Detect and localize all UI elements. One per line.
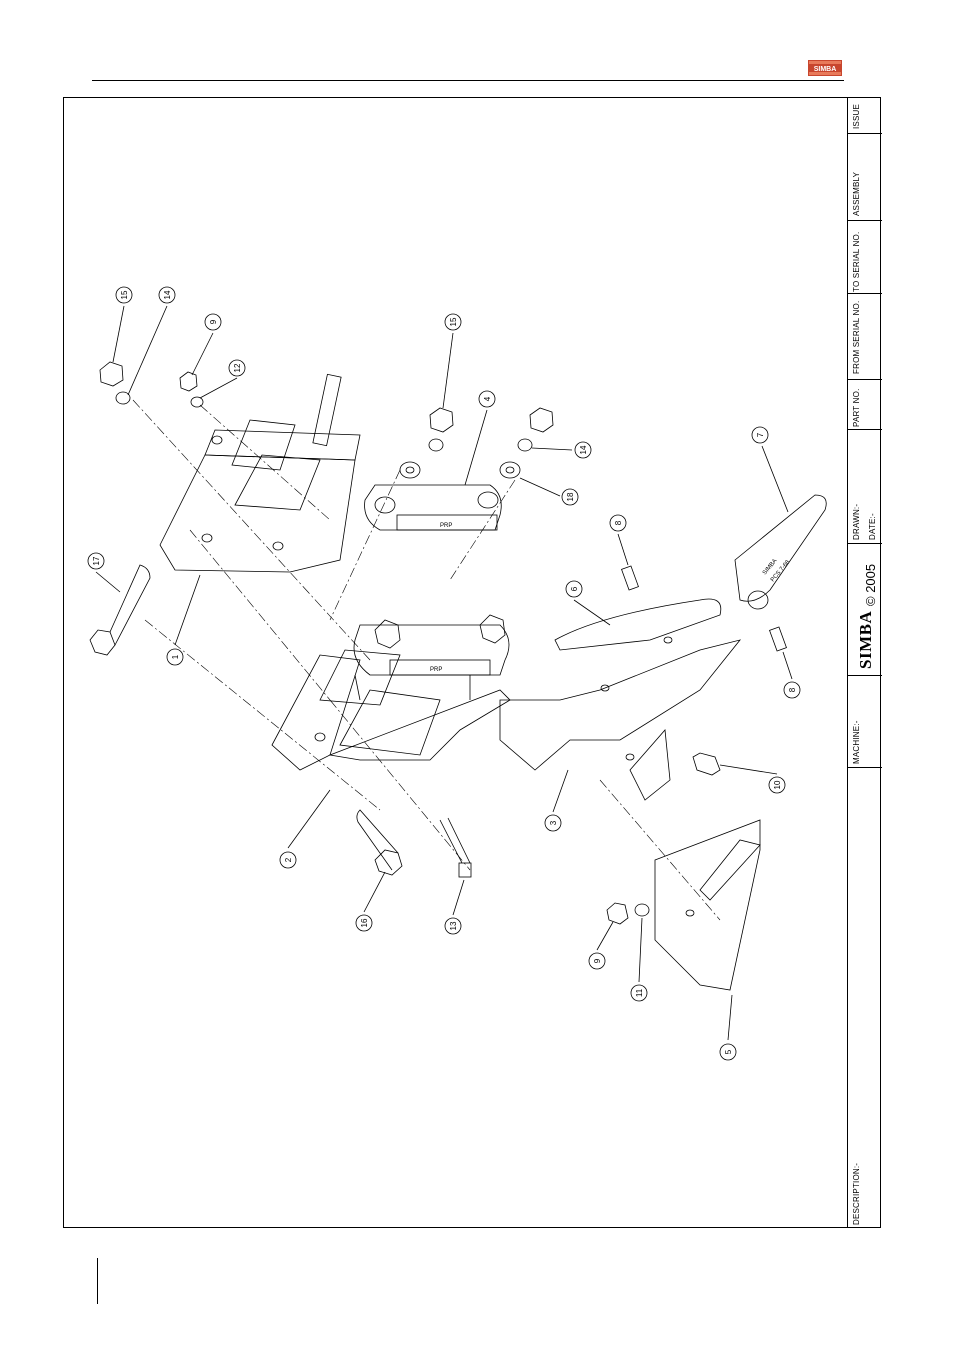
svg-text:15: 15 bbox=[120, 290, 129, 299]
part-no-cell: PART NO. bbox=[848, 380, 882, 430]
plate-mark-1: PRP bbox=[440, 523, 452, 529]
machine-cell: MACHINE:- bbox=[848, 676, 882, 768]
issue-label: ISSUE bbox=[852, 104, 861, 129]
callout-8b: 8 bbox=[783, 652, 800, 698]
callout-11: 11 bbox=[631, 918, 647, 1001]
callout-18: 18 bbox=[520, 478, 578, 505]
bolt-16 bbox=[357, 810, 402, 875]
drawn-date-cell: DRAWN:- DATE:- bbox=[848, 430, 882, 544]
svg-text:SIMBA: SIMBA bbox=[814, 66, 837, 73]
to-serial-label: TO SERIAL NO. bbox=[852, 232, 861, 292]
svg-text:14: 14 bbox=[163, 290, 172, 299]
svg-text:9: 9 bbox=[593, 958, 602, 963]
part-6-wing bbox=[555, 599, 721, 650]
part-4-link-plate: PRP bbox=[365, 485, 502, 530]
callout-4: 4 bbox=[465, 391, 495, 485]
callout-15a: 15 bbox=[113, 287, 132, 362]
callout-16: 16 bbox=[356, 872, 385, 931]
copyright-text: © 2005 bbox=[863, 564, 878, 606]
bolt-13 bbox=[440, 818, 471, 877]
svg-text:8: 8 bbox=[788, 687, 797, 692]
svg-text:4: 4 bbox=[483, 396, 492, 401]
callout-15b: 15 bbox=[443, 314, 461, 408]
svg-text:8: 8 bbox=[614, 520, 623, 525]
svg-text:10: 10 bbox=[773, 780, 782, 789]
footer-rule bbox=[97, 1258, 98, 1304]
callout-9b: 9 bbox=[589, 922, 613, 969]
svg-text:15: 15 bbox=[449, 317, 458, 326]
machine-label: MACHINE:- bbox=[852, 720, 861, 764]
svg-text:12: 12 bbox=[233, 363, 242, 372]
drawn-label: DRAWN:- bbox=[852, 504, 861, 540]
plate-mark-2: PRP bbox=[430, 667, 442, 673]
callout-9a: 9 bbox=[192, 314, 221, 375]
part-7-point: SIMBA PCS 7-68 bbox=[735, 495, 826, 609]
title-block: ISSUE ASSEMBLY TO SERIAL NO. FROM SERIAL… bbox=[847, 97, 881, 1228]
callouts: 1 2 3 4 5 6 7 bbox=[88, 287, 800, 1060]
simba-logo: SIMBA bbox=[808, 60, 842, 76]
from-serial-cell: FROM SERIAL NO. bbox=[848, 294, 882, 380]
from-serial-label: FROM SERIAL NO. bbox=[852, 301, 861, 374]
bolt-10 bbox=[693, 753, 720, 775]
callout-8a: 8 bbox=[610, 515, 628, 565]
svg-text:5: 5 bbox=[724, 1049, 733, 1054]
svg-text:2: 2 bbox=[284, 857, 293, 862]
part-3-leg bbox=[500, 640, 740, 800]
brand-cell: SIMBA © 2005 bbox=[848, 544, 882, 676]
callout-14b: 14 bbox=[532, 442, 591, 458]
callout-13: 13 bbox=[445, 880, 464, 934]
callout-2: 2 bbox=[280, 790, 330, 868]
exploded-assembly-drawing: PRP PRP bbox=[64, 98, 847, 1227]
part-1-bracket bbox=[160, 374, 360, 572]
date-label: DATE:- bbox=[868, 513, 877, 540]
callout-5: 5 bbox=[720, 995, 736, 1060]
svg-text:16: 16 bbox=[360, 918, 369, 927]
callout-14a: 14 bbox=[128, 287, 175, 395]
callout-12: 12 bbox=[200, 360, 245, 398]
svg-text:14: 14 bbox=[579, 445, 588, 454]
svg-text:7: 7 bbox=[756, 432, 765, 437]
description-label: DESCRIPTION:- bbox=[852, 1163, 861, 1225]
svg-text:6: 6 bbox=[570, 586, 579, 591]
callout-17: 17 bbox=[88, 553, 120, 592]
svg-text:1: 1 bbox=[171, 654, 180, 659]
svg-text:11: 11 bbox=[635, 988, 644, 997]
callout-10: 10 bbox=[720, 765, 785, 793]
svg-text:18: 18 bbox=[566, 492, 575, 501]
svg-text:17: 17 bbox=[92, 556, 101, 565]
assembly-label: ASSEMBLY bbox=[852, 172, 861, 216]
description-cell: DESCRIPTION:- bbox=[848, 768, 882, 1228]
svg-text:13: 13 bbox=[449, 921, 458, 930]
part-2-bracket bbox=[272, 650, 510, 770]
to-serial-cell: TO SERIAL NO. bbox=[848, 221, 882, 294]
lower-nut-washer bbox=[607, 903, 649, 924]
part-no-label: PART NO. bbox=[852, 389, 861, 428]
svg-text:3: 3 bbox=[549, 820, 558, 825]
callout-6: 6 bbox=[566, 581, 610, 625]
brand-mark: SIMBA bbox=[856, 611, 876, 669]
callout-7: 7 bbox=[752, 427, 788, 512]
callout-3: 3 bbox=[545, 770, 568, 831]
issue-cell: ISSUE bbox=[848, 97, 882, 134]
lower-link-plate: PRP bbox=[354, 615, 509, 700]
header-rule bbox=[92, 80, 844, 81]
bolt-17 bbox=[90, 565, 150, 655]
assembly-cell: ASSEMBLY bbox=[848, 134, 882, 221]
svg-text:9: 9 bbox=[209, 319, 218, 324]
